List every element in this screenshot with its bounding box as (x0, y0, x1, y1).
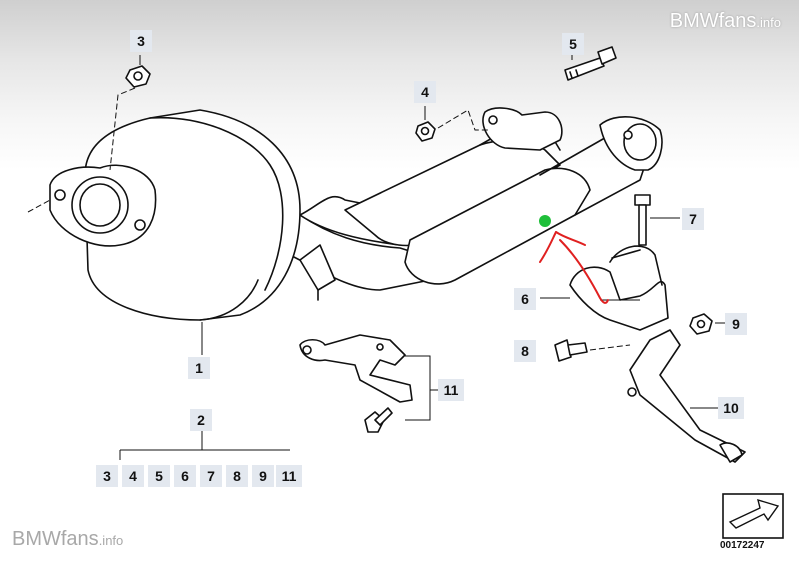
callout-10[interactable]: 10 (718, 397, 744, 419)
bracket-10 (627, 329, 746, 463)
kit-item-7[interactable]: 7 (200, 465, 222, 487)
hex-nut-9 (689, 313, 713, 335)
kit-item-9[interactable]: 9 (252, 465, 274, 487)
callout-5[interactable]: 5 (562, 33, 584, 55)
document-number: 00172247 (720, 540, 765, 551)
hand-drawn-arrow-icon (539, 231, 609, 304)
kit-item-4[interactable]: 4 (122, 465, 144, 487)
catalytic-converter (49, 109, 336, 321)
callout-7[interactable]: 7 (682, 208, 704, 230)
callout-1[interactable]: 1 (188, 357, 210, 379)
bolt-7 (634, 194, 651, 246)
hex-nut-4 (415, 121, 436, 142)
brand-watermark-top: BMWfans.info (669, 10, 781, 32)
kit-item-8[interactable]: 8 (226, 465, 248, 487)
callout-9[interactable]: 9 (725, 313, 747, 335)
bolt-5 (564, 46, 617, 81)
rear-pipe-upper (344, 107, 563, 247)
callout-3[interactable]: 3 (130, 30, 152, 52)
bolt-8 (554, 339, 588, 362)
callout-6[interactable]: 6 (514, 288, 536, 310)
kit-item-5[interactable]: 5 (148, 465, 170, 487)
upper-pipe-flange (482, 107, 563, 151)
rear-pipe-lower (404, 115, 663, 285)
clamp-6 (569, 245, 669, 331)
brand-watermark-bottom: BMWfans.info (12, 528, 124, 550)
arrow-icon (722, 493, 784, 539)
leader-lines (27, 50, 725, 460)
kit-item-11[interactable]: 11 (276, 465, 302, 487)
kit-item-3[interactable]: 3 (96, 465, 118, 487)
callout-8[interactable]: 8 (514, 340, 536, 362)
callout-2[interactable]: 2 (190, 409, 212, 431)
kit-item-6[interactable]: 6 (174, 465, 196, 487)
callout-11[interactable]: 11 (438, 379, 464, 401)
marker-dot-icon (539, 215, 551, 227)
callout-4[interactable]: 4 (414, 81, 436, 103)
bracket-11 (299, 334, 413, 433)
hex-nut-3 (125, 65, 151, 88)
